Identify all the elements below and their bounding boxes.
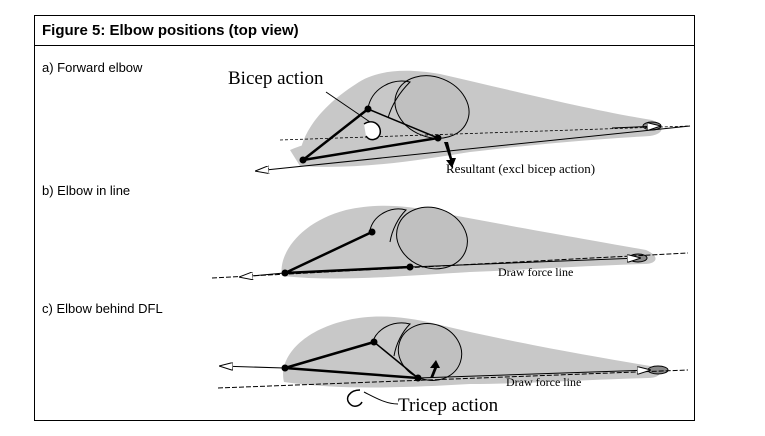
- panel-c-bowstring: [417, 370, 650, 379]
- figure-title-bar: Figure 5: Elbow positions (top view): [35, 16, 694, 46]
- panel-b-forearm: [284, 265, 411, 275]
- panel-b-shoulder-joint: [368, 228, 376, 236]
- panel-c-wrist-joint: [414, 374, 422, 382]
- panel-c-shoulder-joint: [370, 338, 378, 346]
- panel-b-head-outline: [369, 208, 407, 243]
- panel-b-draw-force-label: Draw force line: [498, 265, 573, 279]
- panel-a-upper-arm: [302, 108, 369, 161]
- panel-c-head-outline: [371, 322, 411, 357]
- panel-a-bicep-pointer: [325, 91, 371, 123]
- panel-a-bicep-line: [367, 108, 439, 139]
- panel-a-forearm: [302, 136, 439, 162]
- panel-c-upper-arm: [284, 340, 375, 370]
- panel-b-drawing: Draw force line: [211, 205, 689, 279]
- panel-a-bowstring: [279, 125, 691, 141]
- panel-c-drawing: Draw force line Tricep action: [217, 316, 689, 416]
- panel-b-label: b) Elbow in line: [42, 183, 131, 198]
- panel-a-force-line: [256, 125, 691, 171]
- panel-c-tricep-pointer: [363, 391, 399, 405]
- panel-a-resultant-arrow-icon: [444, 142, 456, 168]
- bicep-action-label: Bicep action: [228, 68, 324, 89]
- panel-c-left-arrow: [220, 366, 285, 368]
- panel-a-bicep-curve-icon: [363, 121, 382, 141]
- panel-a-elbow-joint: [299, 156, 307, 164]
- tricep-action-label: Tricep action: [398, 395, 499, 416]
- panel-a-arrow-shaft: [611, 126, 660, 128]
- panel-c-draw-force-label: Draw force line: [506, 375, 581, 389]
- panel-b-silhouette: [281, 205, 656, 279]
- panel-a-wrist-joint: [434, 134, 442, 142]
- panel-c-force-line: [217, 369, 689, 389]
- panel-c-bicep-line: [373, 341, 419, 379]
- panel-a-label: a) Forward elbow: [42, 60, 143, 75]
- panel-b-upper-arm: [284, 230, 373, 275]
- panel-c-hand: [647, 365, 669, 375]
- figure-title: Figure 5: Elbow positions (top view): [42, 22, 299, 39]
- panel-a-shoulder-joint: [364, 105, 372, 113]
- panel-b-wrist-joint: [406, 263, 414, 271]
- panel-c-forearm: [284, 366, 419, 380]
- panel-a-head-outline: [367, 80, 411, 119]
- panel-c-elbow-joint: [281, 364, 289, 372]
- panel-b-left-arrow: [240, 273, 285, 277]
- panel-c-label: c) Elbow behind DFL: [42, 301, 163, 316]
- panel-b-elbow-joint: [281, 269, 289, 277]
- resultant-label: Resultant (excl bicep action): [446, 161, 595, 176]
- panel-a-drawing: Bicep action Resultant (excl bicep actio…: [228, 68, 691, 176]
- panel-c-resultant-arrow-icon: [430, 360, 440, 378]
- panel-b-bowstring: [409, 258, 640, 268]
- panel-c-tricep-curve-icon: [346, 389, 363, 407]
